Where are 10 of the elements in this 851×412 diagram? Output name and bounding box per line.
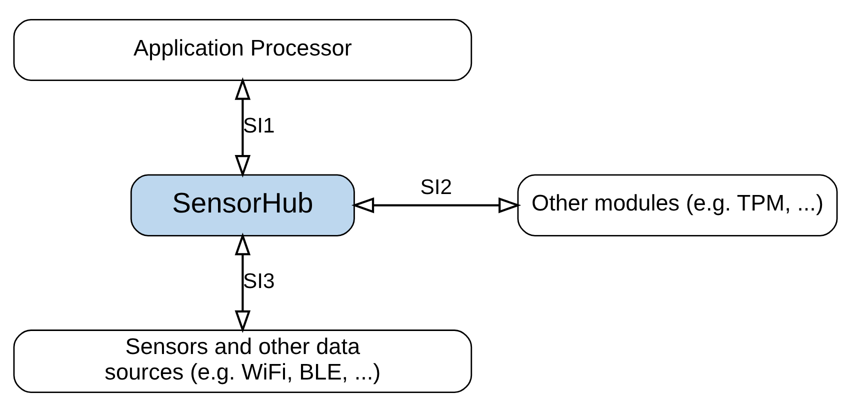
node-box: Application Processor [13, 18, 472, 82]
node-box: Other modules (e.g. TPM, ...) [517, 174, 838, 236]
node-box: SensorHub [130, 174, 355, 236]
edge-label: SI3 [243, 270, 275, 293]
arrow [234, 77, 251, 178]
edge-label: SI1 [243, 114, 275, 138]
arrow [351, 197, 522, 214]
arrow [234, 232, 251, 333]
node-box: Sensors and other data sources (e.g. WiFi, BLE, ...) [13, 330, 472, 394]
edge-label: SI2 [420, 176, 452, 199]
